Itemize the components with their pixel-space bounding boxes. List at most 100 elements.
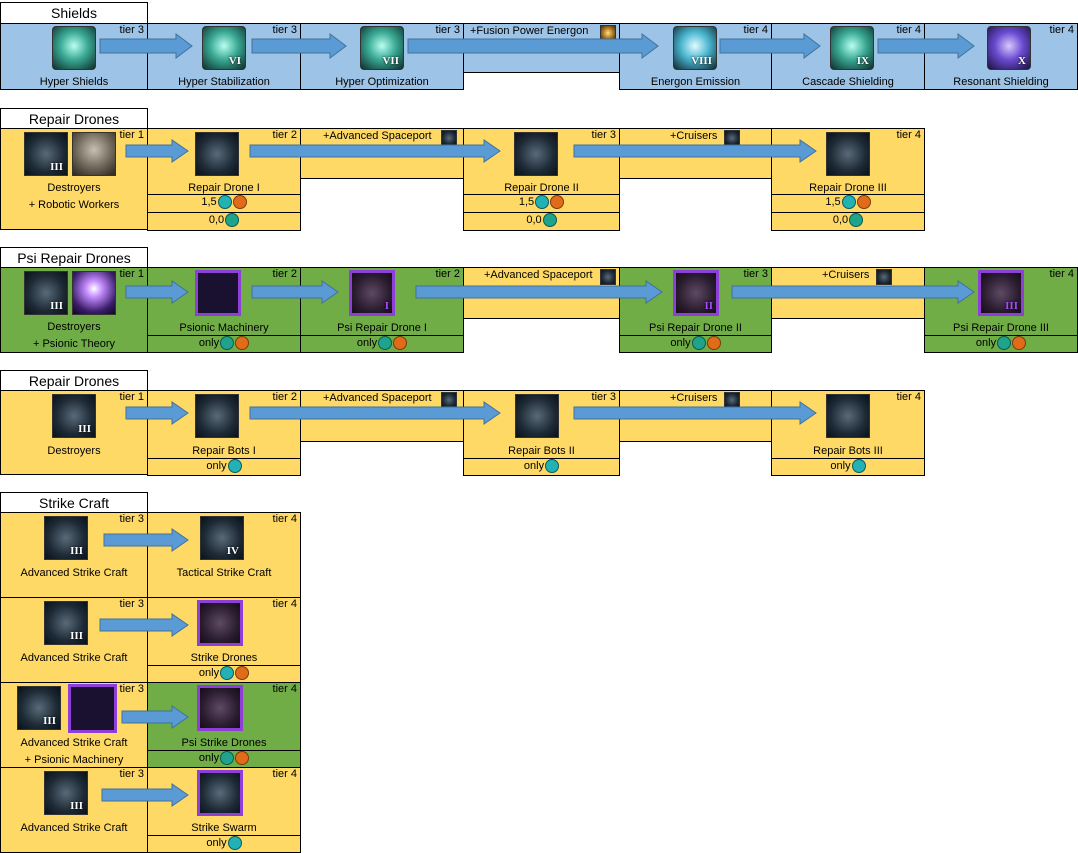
only-row: only	[619, 335, 772, 353]
node-label: Repair Bots I	[192, 445, 256, 457]
shield-cell-cascade-shielding: IX tier 4 Cascade Shielding	[771, 23, 925, 90]
requirement-bridge: +Cruisers	[619, 390, 772, 442]
repair-drone-icon	[514, 132, 558, 176]
node-label: Repair Drone I	[188, 182, 260, 194]
node-repair-bots-1: tier 2 Repair Bots I	[147, 390, 301, 459]
only-row: only	[147, 335, 301, 353]
roman-numeral: I	[384, 300, 389, 312]
tier-label: tier 4	[1049, 24, 1074, 36]
upkeep-row: 0,0	[771, 212, 925, 231]
cost-row: 1,5	[147, 194, 301, 213]
node-label: Psi Repair Drone I	[337, 322, 427, 334]
tier-label: tier 4	[272, 768, 297, 780]
requirement-bridge: +Advanced Spaceport	[300, 128, 464, 179]
strike-craft-icon: III	[44, 771, 88, 815]
psi-strike-drone-icon	[197, 685, 243, 731]
psionic-theory-icon	[72, 271, 116, 315]
node-label: Psi Repair Drone II	[649, 322, 742, 334]
cruisers-icon	[876, 269, 892, 285]
node-strike-swarm: tier 4 Strike Swarm	[147, 767, 301, 836]
roman-numeral: III	[50, 300, 63, 312]
tier-label: tier 4	[272, 683, 297, 695]
source-cell-advanced-strike-craft: III tier 3 Advanced Strike Craft	[0, 597, 148, 683]
only-row: only	[300, 335, 464, 353]
cost-row: 1,5	[463, 194, 620, 213]
node-repair-drone-1: tier 2 Repair Drone I	[147, 128, 301, 195]
requirement-label: +Advanced Spaceport	[323, 130, 432, 142]
node-label-secondary: + Psionic Theory	[32, 338, 116, 350]
roman-numeral: III	[50, 161, 63, 173]
tier-label: tier 3	[591, 391, 616, 403]
requirement-label: +Cruisers	[670, 130, 718, 142]
roman-numeral: III	[78, 423, 91, 435]
source-cell-advanced-strike-craft: III tier 3 Advanced Strike Craft + Psion…	[0, 682, 148, 768]
node-label: Psionic Machinery	[179, 322, 269, 334]
section-title-strike-craft: Strike Craft	[0, 492, 148, 513]
advanced-spaceport-icon	[600, 269, 616, 285]
source-cell-destroyers: III tier 1 Destroyers + Robotic Workers	[0, 128, 148, 230]
tier-label: tier 1	[119, 129, 144, 141]
node-repair-bots-3: tier 4 Repair Bots III	[771, 390, 925, 459]
node-label: Hyper Stabilization	[178, 76, 270, 88]
strike-craft-icon: III	[44, 601, 88, 645]
node-tactical-strike-craft: IV tier 4 Tactical Strike Craft	[147, 512, 301, 598]
node-label: Destroyers	[47, 182, 101, 194]
node-label: Hyper Shields	[39, 76, 109, 88]
shield-cell-hyper-optimization: VII tier 3 Hyper Optimization	[300, 23, 464, 90]
tier-label: tier 3	[743, 268, 768, 280]
node-psi-strike-drones: tier 4 Psi Strike Drones	[147, 682, 301, 751]
roman-numeral: VIII	[691, 55, 712, 67]
node-label: Resonant Shielding	[953, 76, 1049, 88]
destroyer-icon: III	[24, 271, 68, 315]
tier-label: tier 4	[896, 129, 921, 141]
tier-label: tier 1	[119, 391, 144, 403]
node-label-secondary: + Robotic Workers	[28, 199, 120, 211]
source-cell-destroyers: III tier 1 Destroyers	[0, 390, 148, 475]
node-label: Destroyers	[47, 445, 101, 457]
shield-cell-energon-emission: VIII tier 4 Energon Emission	[619, 23, 772, 90]
roman-numeral: III	[1005, 300, 1018, 312]
node-repair-bots-2: tier 3 Repair Bots II	[463, 390, 620, 459]
section-title-shields: Shields	[0, 2, 148, 23]
node-label: Cascade Shielding	[802, 76, 894, 88]
strike-drone-icon	[197, 600, 243, 646]
tier-label: tier 2	[272, 129, 297, 141]
section-title-repair-drones: Repair Drones	[0, 108, 148, 129]
tier-label: tier 3	[119, 513, 144, 525]
only-row: only	[463, 458, 620, 476]
advanced-spaceport-icon	[441, 130, 457, 146]
tier-label: tier 4	[1049, 268, 1074, 280]
shield-cell-resonant-shielding: X tier 4 Resonant Shielding	[924, 23, 1078, 90]
shield-icon: VIII	[673, 26, 717, 70]
tier-label: tier 3	[272, 24, 297, 36]
psi-drone-icon: II	[673, 270, 719, 316]
only-row: only	[147, 835, 301, 853]
node-psi-repair-drone-3: III tier 4 Psi Repair Drone III	[924, 267, 1078, 336]
tier-label: tier 3	[591, 129, 616, 141]
strike-craft-icon: III	[44, 516, 88, 560]
only-row: only	[924, 335, 1078, 353]
shield-icon: IX	[830, 26, 874, 70]
cruisers-icon	[724, 130, 740, 146]
strike-craft-icon: IV	[200, 516, 244, 560]
node-label: Strike Swarm	[191, 822, 257, 834]
only-row: only	[771, 458, 925, 476]
roman-numeral: III	[70, 630, 83, 642]
upkeep-row: 0,0	[147, 212, 301, 231]
gear-icon	[68, 684, 117, 733]
destroyer-icon: III	[24, 132, 68, 176]
node-label: Repair Drone III	[809, 182, 887, 194]
node-label: Psi Strike Drones	[181, 737, 267, 749]
roman-numeral: II	[704, 300, 713, 312]
shield-icon	[52, 26, 96, 70]
upkeep-row: 0,0	[463, 212, 620, 231]
shield-icon: VI	[202, 26, 246, 70]
tier-label: tier 1	[119, 268, 144, 280]
requirement-label: +Advanced Spaceport	[484, 269, 593, 281]
shield-icon: X	[987, 26, 1031, 70]
tier-label: tier 3	[119, 683, 144, 695]
requirement-bridge: +Fusion Power Energon	[463, 23, 620, 73]
node-label: Advanced Strike Craft	[20, 737, 128, 749]
only-row: only	[147, 458, 301, 476]
node-label: Hyper Optimization	[335, 76, 429, 88]
